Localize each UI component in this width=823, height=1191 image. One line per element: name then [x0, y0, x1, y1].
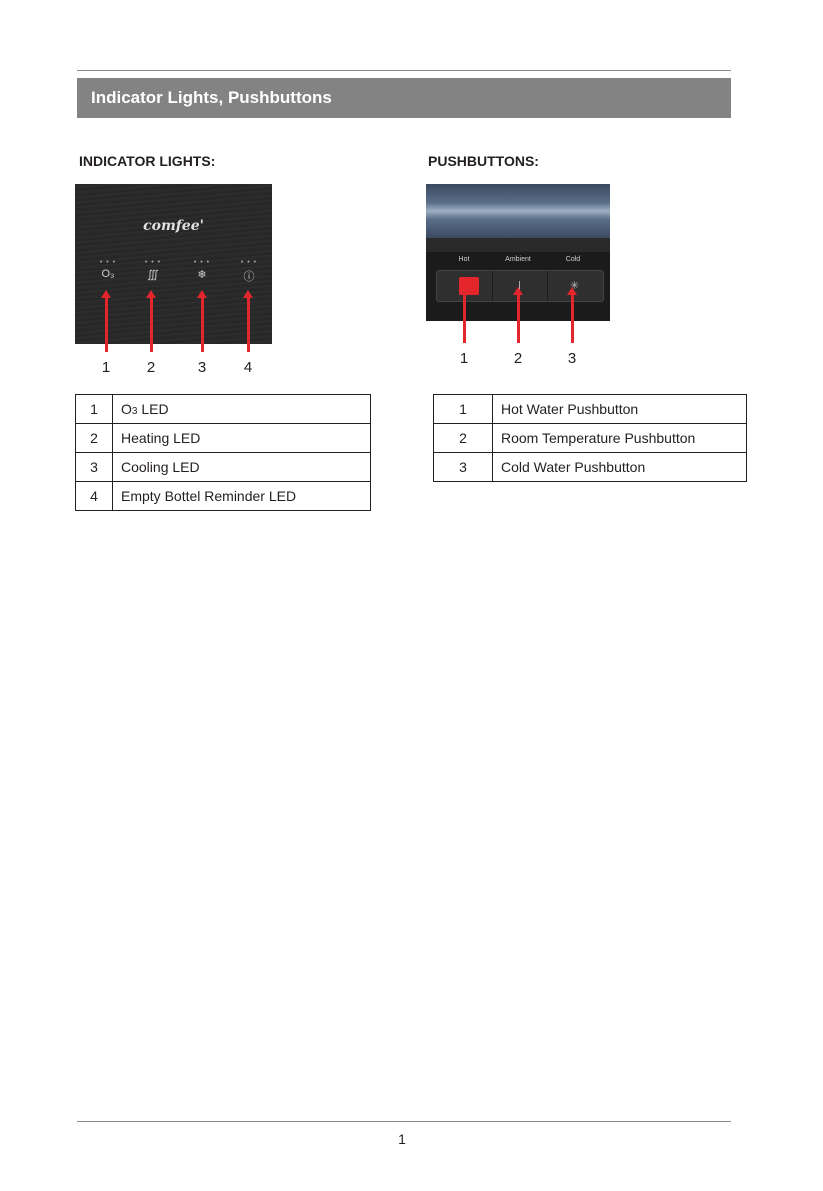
pushbutton-strip: | ✳	[436, 270, 604, 302]
callout-number-1: 1	[454, 350, 474, 367]
row-label: Cooling LED	[113, 453, 371, 482]
o3-led-icon: • • •O₃	[98, 260, 118, 280]
cold-button-label: Cold	[553, 256, 593, 263]
panel-rail	[426, 238, 610, 252]
row-number: 3	[76, 453, 113, 482]
row-label: Heating LED	[113, 424, 371, 453]
table-row: 3 Cold Water Pushbutton	[434, 453, 747, 482]
water-tank-area	[426, 184, 610, 238]
table-row: 2 Heating LED	[76, 424, 371, 453]
cooling-led-icon: • • •❄	[192, 260, 212, 281]
pushbuttons-table: 1 Hot Water Pushbutton 2 Room Temperatur…	[433, 394, 747, 482]
cold-pushbutton: ✳	[547, 271, 602, 301]
callout-arrow-1	[105, 296, 108, 352]
row-number: 1	[434, 395, 493, 424]
callout-number-4: 4	[238, 359, 258, 376]
top-rule	[77, 70, 731, 71]
callout-arrow-1	[463, 293, 466, 343]
callout-arrow-2	[150, 296, 153, 352]
callout-number-2: 2	[508, 350, 528, 367]
row-number: 2	[76, 424, 113, 453]
callout-arrow-2	[517, 293, 520, 343]
row-number: 4	[76, 482, 113, 511]
row-label: Cold Water Pushbutton	[493, 453, 747, 482]
table-row: 1 Hot Water Pushbutton	[434, 395, 747, 424]
row-label: Hot Water Pushbutton	[493, 395, 747, 424]
ambient-pushbutton: |	[492, 271, 548, 301]
row-number: 1	[76, 395, 113, 424]
callout-number-3: 3	[192, 359, 212, 376]
row-label: Empty Bottel Reminder LED	[113, 482, 371, 511]
empty-bottle-led-icon: • • •ⓘ	[239, 260, 259, 284]
hot-button-label: Hot	[444, 256, 484, 263]
callout-arrow-3	[571, 293, 574, 343]
row-label: Room Temperature Pushbutton	[493, 424, 747, 453]
page-number: 1	[392, 1131, 412, 1147]
callout-number-1: 1	[96, 359, 116, 376]
pushbuttons-heading: PUSHBUTTONS:	[428, 153, 539, 169]
heating-led-icon: • • •∭	[143, 260, 163, 281]
table-row: 4 Empty Bottel Reminder LED	[76, 482, 371, 511]
callout-number-3: 3	[562, 350, 582, 367]
ambient-button-label: Ambient	[498, 256, 538, 263]
table-row: 2 Room Temperature Pushbutton	[434, 424, 747, 453]
brand-logo: comfee'	[75, 218, 272, 234]
callout-arrow-3	[201, 296, 204, 352]
table-row: 1 O3 LED	[76, 395, 371, 424]
indicator-lights-heading: INDICATOR LIGHTS:	[79, 153, 215, 169]
table-row: 3 Cooling LED	[76, 453, 371, 482]
row-number: 2	[434, 424, 493, 453]
row-number: 3	[434, 453, 493, 482]
callout-number-2: 2	[141, 359, 161, 376]
row-label: O3 LED	[113, 395, 371, 424]
section-title: Indicator Lights, Pushbuttons	[77, 78, 731, 118]
callout-arrow-4	[247, 296, 250, 352]
footer-rule	[77, 1121, 731, 1122]
indicator-lights-table: 1 O3 LED 2 Heating LED 3 Cooling LED 4 E…	[75, 394, 371, 511]
